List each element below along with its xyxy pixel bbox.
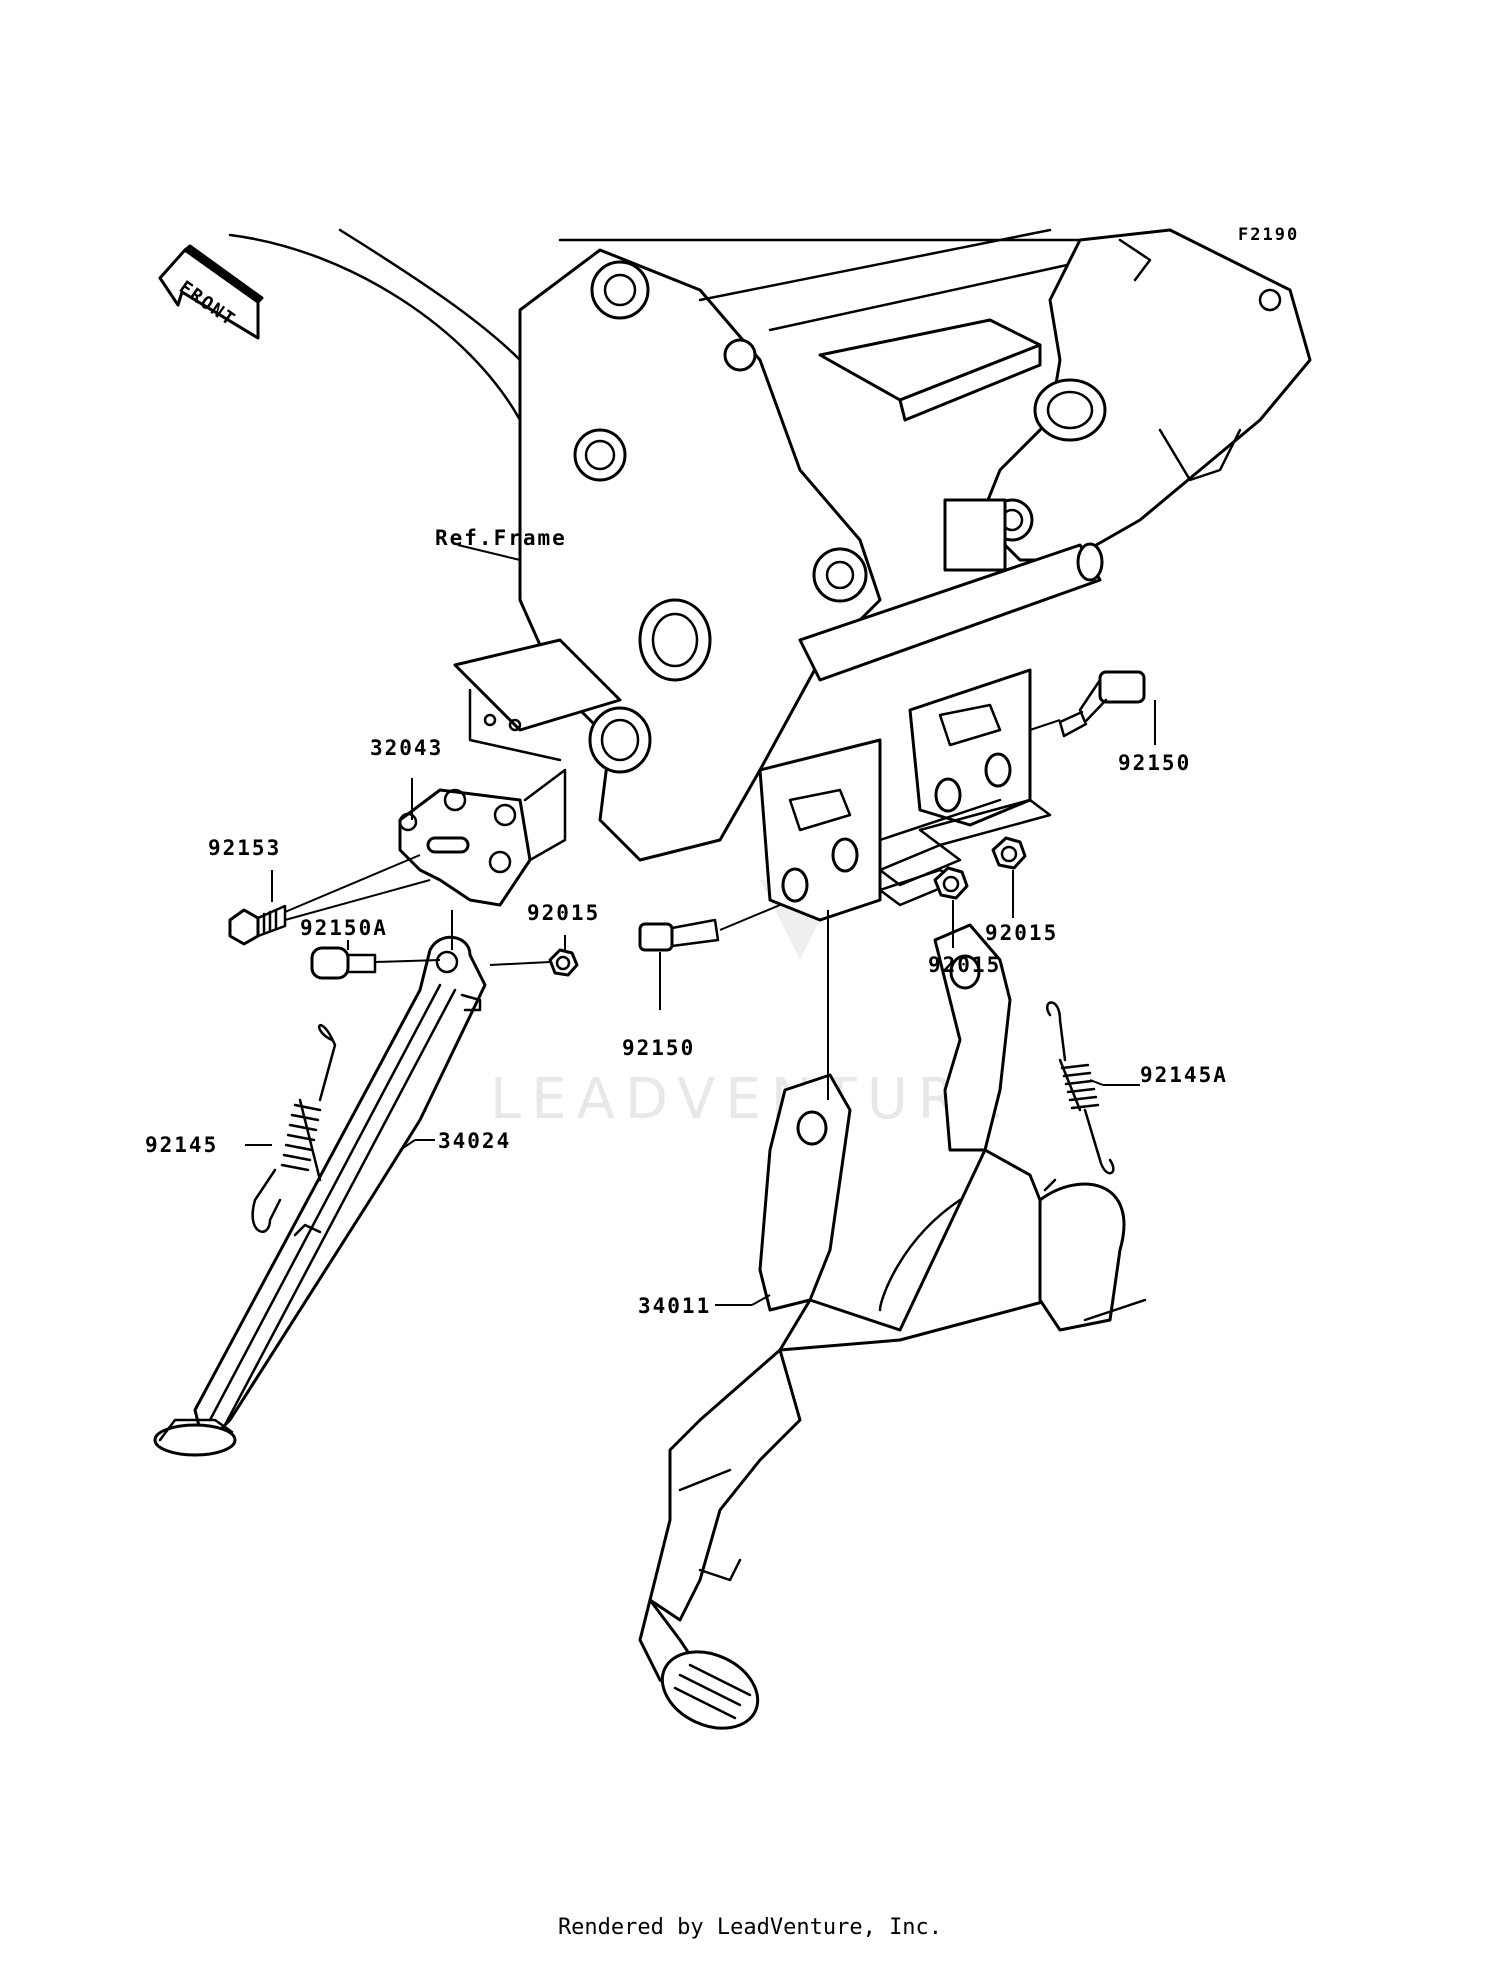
label-92150-left: 92150 xyxy=(622,1036,695,1060)
label-92015-right-b: 92015 xyxy=(928,953,1001,977)
label-34011: 34011 xyxy=(638,1294,711,1318)
watermark-text: LEADVENTURE xyxy=(490,1067,1012,1132)
diagram-code: F2190 xyxy=(1238,225,1299,245)
side-stand-34024 xyxy=(153,935,487,1457)
front-arrow-icon: FRONT xyxy=(158,244,264,340)
bolt-92150-right xyxy=(1058,670,1146,738)
label-92145A: 92145A xyxy=(1140,1063,1228,1087)
part-labels: Ref.Frame 32043 92153 92150A 92015 92150… xyxy=(145,526,1228,1318)
label-92153: 92153 xyxy=(208,836,281,860)
center-stand-34011 xyxy=(638,923,1147,1730)
frame-drawing xyxy=(228,228,1312,922)
nut-92015-right-b xyxy=(991,836,1027,870)
bolt-92153 xyxy=(228,904,287,946)
bracket-32043 xyxy=(398,768,567,907)
label-34024: 34024 xyxy=(438,1129,511,1153)
label-92150A: 92150A xyxy=(300,916,388,940)
label-92145: 92145 xyxy=(145,1133,218,1157)
bolt-92150-left xyxy=(638,918,720,952)
bolt-92150A xyxy=(310,946,377,980)
nut-92015-left xyxy=(548,948,579,977)
label-92015-left: 92015 xyxy=(527,901,600,925)
label-92150-right: 92150 xyxy=(1118,751,1191,775)
footer-credit: Rendered by LeadVenture, Inc. xyxy=(557,1915,943,1940)
nut-92015-right-a xyxy=(933,866,969,900)
label-32043: 32043 xyxy=(370,736,443,760)
label-ref-frame: Ref.Frame xyxy=(435,526,567,550)
spring-92145 xyxy=(251,1023,337,1233)
leader-lines xyxy=(245,544,1156,1306)
spring-92145A xyxy=(1046,1001,1115,1175)
label-92015-right-a: 92015 xyxy=(985,921,1058,945)
